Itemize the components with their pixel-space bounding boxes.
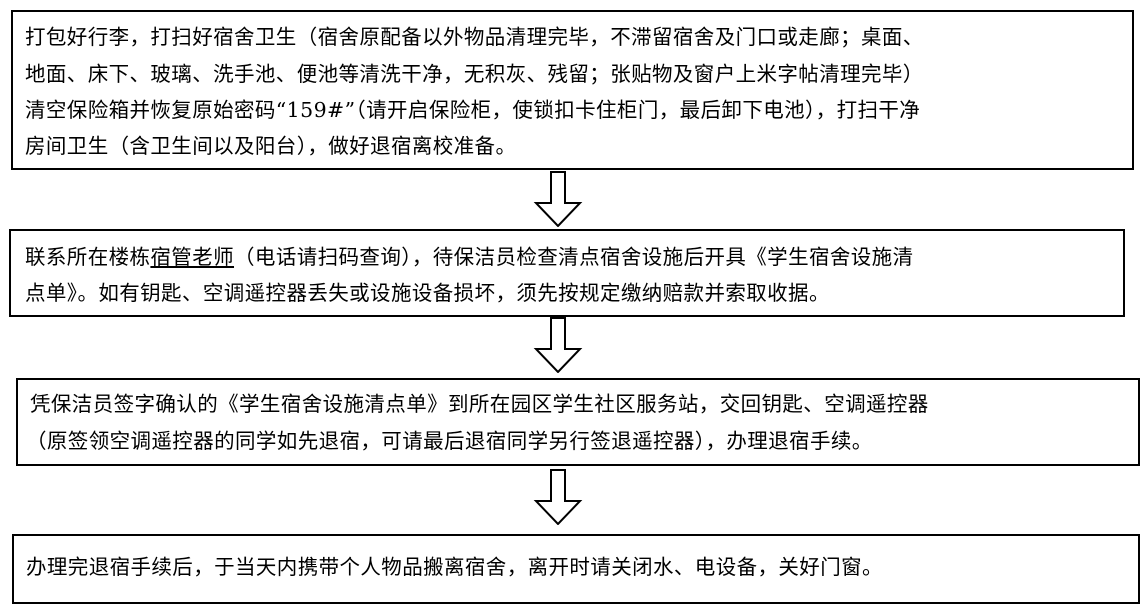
down-arrow-icon	[533, 171, 583, 227]
step-3-line-2: （原签领空调遥控器的同学如先退宿，可请最后退宿同学另行签退遥控器），办理退宿手续…	[26, 429, 873, 453]
step-4-line-1: 办理完退宿手续后，于当天内携带个人物品搬离宿舍，离开时请关闭水、电设备，关好门窗…	[26, 555, 883, 579]
step-1-box: 打包好行李，打扫好宿舍卫生（宿舍原配备以外物品清理完毕，不滞留宿舍及门口或走廊；…	[11, 10, 1134, 170]
dorm-manager-link[interactable]: 宿管老师	[150, 245, 235, 269]
step-4-box: 办理完退宿手续后，于当天内携带个人物品搬离宿舍，离开时请关闭水、电设备，关好门窗…	[12, 534, 1140, 604]
step-3-line-1: 凭保洁员签字确认的《学生宿舍设施清点单》到所在园区学生社区服务站，交回钥匙、空调…	[30, 392, 929, 416]
step-1-line-4: 房间卫生（含卫生间以及阳台），做好退宿离校准备。	[25, 134, 517, 158]
step-1-line-3: 清空保险箱并恢复原始密码“159#”（请开启保险柜，使锁扣卡住柜门，最后卸下电池…	[25, 98, 921, 122]
down-arrow-icon	[533, 317, 583, 373]
step-2-text-pre: 联系所在楼栋	[25, 245, 151, 269]
step-1-line-2: 地面、床下、玻璃、洗手池、便池等清洗干净，无积灰、残留；张贴物及窗户上米字帖清理…	[25, 62, 924, 86]
step-2-box: 联系所在楼栋宿管老师（电话请扫码查询），待保洁员检查清点宿舍设施后开具《学生宿舍…	[9, 229, 1125, 317]
step-1-line-1: 打包好行李，打扫好宿舍卫生（宿舍原配备以外物品清理完毕，不滞留宿舍及门口或走廊；…	[25, 25, 924, 49]
step-2-text-post: （电话请扫码查询），待保洁员检查清点宿舍设施后开具《学生宿舍设施清	[234, 245, 914, 269]
step-3-box: 凭保洁员签字确认的《学生宿舍设施清点单》到所在园区学生社区服务站，交回钥匙、空调…	[16, 378, 1140, 466]
step-2-line-1: 联系所在楼栋宿管老师（电话请扫码查询），待保洁员检查清点宿舍设施后开具《学生宿舍…	[25, 245, 913, 269]
down-arrow-icon	[533, 469, 583, 525]
step-2-line-2: 点单》。如有钥匙、空调遥控器丢失或设施设备损坏，须先按规定缴纳赔款并索取收据。	[25, 281, 830, 305]
